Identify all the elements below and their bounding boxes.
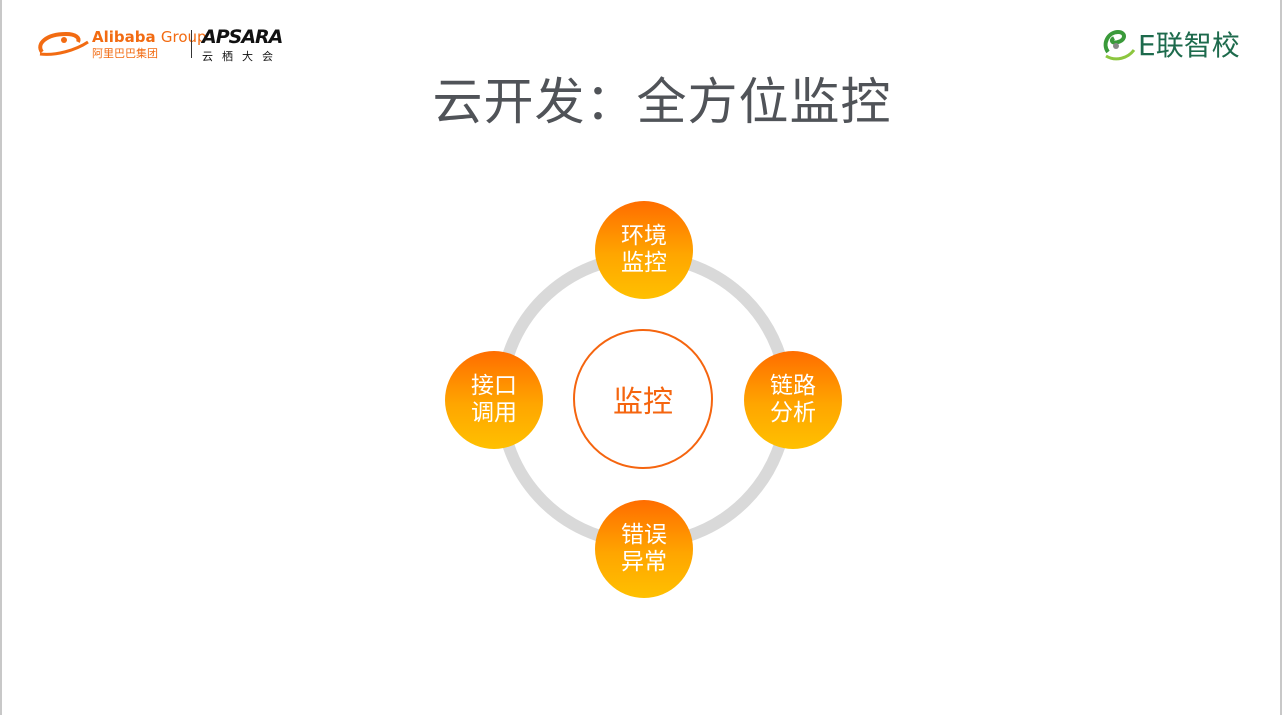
alibaba-brand: Alibaba Group — [92, 28, 207, 46]
node-label: 调用 — [471, 400, 517, 426]
node-label: 监控 — [621, 250, 667, 276]
alibaba-brand-suffix: Group — [160, 28, 207, 46]
node-label: 环境 — [621, 223, 667, 249]
elian-e-icon — [1103, 29, 1136, 61]
alibaba-brand-name: Alibaba — [92, 28, 156, 46]
elian-text: E联智校 — [1138, 29, 1240, 62]
apsara-brand: APSARA — [202, 26, 283, 48]
node-label: 链路 — [770, 373, 816, 399]
page-title: 云开发：全方位监控 — [432, 73, 892, 131]
node-trace-analysis: 链路分析 — [744, 351, 842, 449]
apsara-brand-cn: 云栖大会 — [202, 50, 282, 63]
node-label: 分析 — [770, 400, 816, 426]
node-api-calls: 接口调用 — [445, 351, 543, 449]
center-circle: 监控 — [573, 329, 713, 469]
logo-divider — [191, 30, 192, 58]
alibaba-brand-cn: 阿里巴巴集团 — [92, 47, 158, 60]
node-environment-monitoring: 环境监控 — [595, 201, 693, 299]
center-label: 监控 — [613, 385, 673, 420]
node-label: 异常 — [621, 549, 667, 575]
node-label: 接口 — [471, 373, 517, 399]
node-label: 错误 — [621, 522, 667, 548]
alibaba-smile-icon — [38, 31, 89, 56]
node-error-exceptions: 错误异常 — [595, 500, 693, 598]
